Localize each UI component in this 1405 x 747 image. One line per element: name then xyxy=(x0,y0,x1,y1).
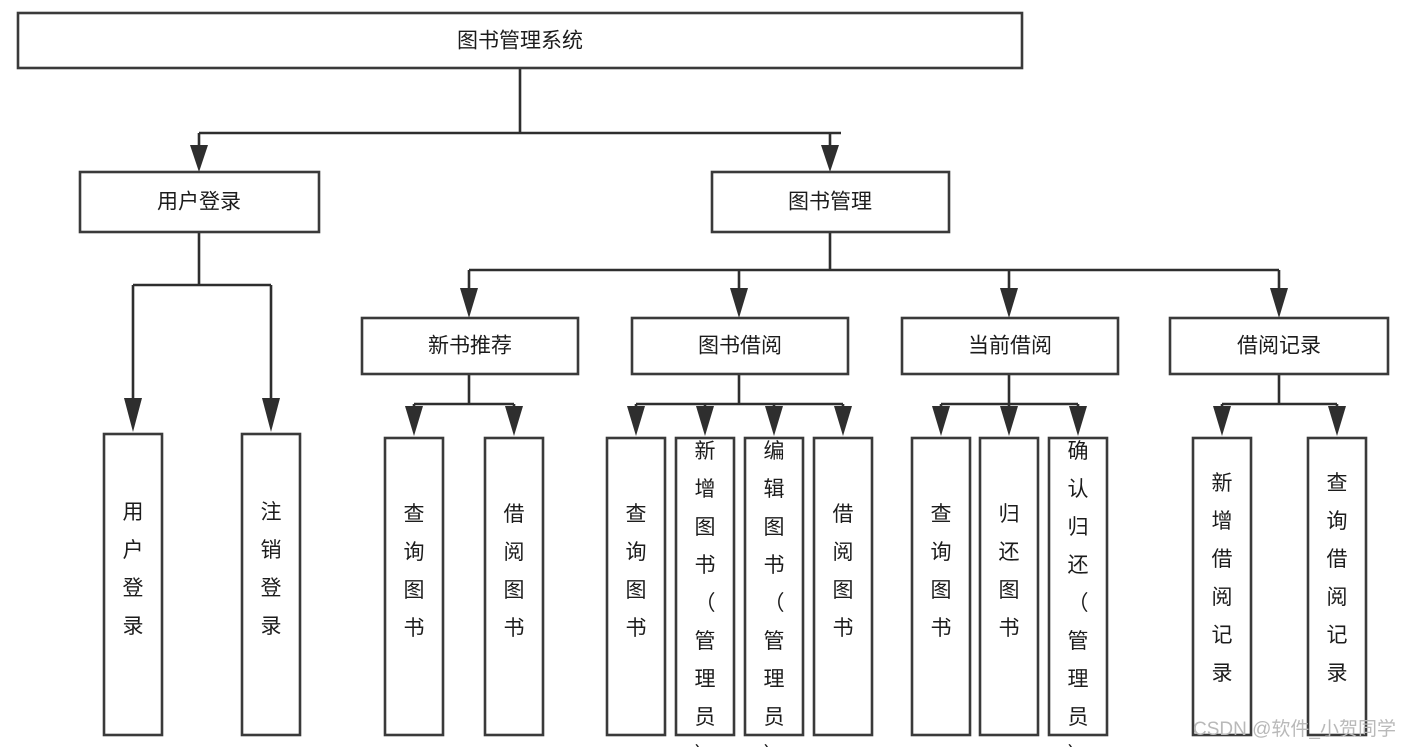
arrow-head-icon-leaf-add-book-admin xyxy=(696,406,714,436)
arrow-head-icon-current-borrow xyxy=(1000,288,1018,318)
leaf-borrow-book-2[interactable]: 借阅图书 xyxy=(812,436,874,737)
node-book-management-box xyxy=(710,170,951,234)
node-new-book-recommend-label: 新书推荐 xyxy=(428,335,512,358)
connector-group-book-borrow xyxy=(627,374,852,436)
arrow-head-icon-leaf-query-book-3 xyxy=(932,406,950,436)
arrow-head-icon-user-login xyxy=(190,145,208,172)
leaf-return-book[interactable]: 归还图书 xyxy=(978,436,1040,737)
node-book-borrow[interactable]: 图书借阅 xyxy=(630,316,850,376)
leaf-add-book-admin[interactable]: 新增图书（管理员） xyxy=(674,436,736,747)
leaf-logout-box xyxy=(240,432,302,737)
leaf-confirm-return-admin[interactable]: 确认归还（管理员） xyxy=(1047,436,1109,747)
root-node-box xyxy=(16,11,1024,70)
leaf-query-book-3-label: 查询图书 xyxy=(931,503,952,640)
node-current-borrow-label: 当前借阅 xyxy=(968,335,1052,358)
root-node-book-management-system[interactable]: 图书管理系统 xyxy=(16,11,1024,70)
leaf-query-book-1-label: 查询图书 xyxy=(404,503,425,640)
connector-group-new-book-recommend xyxy=(405,374,523,436)
arrow-head-icon-leaf-add-borrow-record xyxy=(1213,406,1231,436)
leaf-borrow-book-2-label: 借阅图书 xyxy=(833,503,854,640)
node-current-borrow[interactable]: 当前借阅 xyxy=(900,316,1120,376)
leaf-edit-book-admin-box xyxy=(743,436,805,737)
node-borrow-record[interactable]: 借阅记录 xyxy=(1168,316,1390,376)
leaf-query-book-2[interactable]: 查询图书 xyxy=(605,436,667,737)
node-new-book-recommend[interactable]: 新书推荐 xyxy=(360,316,580,376)
arrow-head-icon-leaf-query-borrow-record xyxy=(1328,406,1346,436)
connector-group-root xyxy=(190,68,841,172)
leaf-add-book-admin-box xyxy=(674,436,736,737)
watermark: CSDN @软件_小贺同学 xyxy=(1193,718,1396,740)
leaf-query-borrow-record[interactable]: 查询借阅记录 xyxy=(1306,436,1368,737)
arrow-head-icon-leaf-return-book xyxy=(1000,406,1018,436)
node-user-login[interactable]: 用户登录 xyxy=(78,170,321,234)
leaf-confirm-return-admin-label: 确认归还（管理员） xyxy=(1068,440,1089,747)
node-borrow-record-label: 借阅记录 xyxy=(1237,335,1321,358)
leaf-logout[interactable]: 注销登录 xyxy=(240,432,302,737)
node-user-login-box xyxy=(78,170,321,234)
node-book-management-label: 图书管理 xyxy=(788,191,872,214)
arrow-head-icon-leaf-edit-book-admin xyxy=(765,406,783,436)
leaf-user-login[interactable]: 用户登录 xyxy=(102,432,164,737)
leaf-edit-book-admin-label: 编辑图书（管理员） xyxy=(764,440,785,747)
leaf-query-book-3-box xyxy=(910,436,972,737)
connector-group-current-borrow xyxy=(932,374,1087,436)
node-current-borrow-box xyxy=(900,316,1120,376)
node-user-login-label: 用户登录 xyxy=(157,191,241,214)
leaf-return-book-box xyxy=(978,436,1040,737)
leaf-edit-book-admin[interactable]: 编辑图书（管理员） xyxy=(743,436,805,747)
leaf-query-book-2-label: 查询图书 xyxy=(626,503,647,640)
leaf-user-login-box xyxy=(102,432,164,737)
leaf-query-book-1[interactable]: 查询图书 xyxy=(383,436,445,737)
arrow-head-icon-borrow-record xyxy=(1270,288,1288,318)
node-book-borrow-box xyxy=(630,316,850,376)
leaf-borrow-book-1[interactable]: 借阅图书 xyxy=(483,436,545,737)
connector-group-user-login xyxy=(124,232,280,432)
node-book-borrow-label: 图书借阅 xyxy=(698,335,782,358)
arrow-head-icon-book-management xyxy=(821,145,839,172)
arrow-head-icon-leaf-borrow-book-1 xyxy=(505,406,523,436)
arrow-head-icon-leaf-confirm-return-admin xyxy=(1069,406,1087,436)
leaf-query-borrow-record-label: 查询借阅记录 xyxy=(1327,472,1348,685)
leaf-logout-label: 注销登录 xyxy=(261,501,282,638)
arrow-head-icon-leaf-logout xyxy=(262,398,280,432)
arrow-head-icon-leaf-query-book-2 xyxy=(627,406,645,436)
connector-group-book-management xyxy=(460,232,1288,318)
leaf-query-book-1-box xyxy=(383,436,445,737)
arrow-head-icon-leaf-user-login xyxy=(124,398,142,432)
leaf-query-borrow-record-box xyxy=(1306,436,1368,737)
leaf-add-borrow-record-label: 新增借阅记录 xyxy=(1212,472,1233,685)
node-book-management[interactable]: 图书管理 xyxy=(710,170,951,234)
arrow-head-icon-leaf-query-book-1 xyxy=(405,406,423,436)
leaf-return-book-label: 归还图书 xyxy=(999,503,1020,640)
leaf-query-book-2-box xyxy=(605,436,667,737)
leaf-user-login-label: 用户登录 xyxy=(123,501,144,638)
leaf-add-book-admin-label: 新增图书（管理员） xyxy=(695,440,716,747)
arrow-head-icon-book-borrow xyxy=(730,288,748,318)
arrow-head-icon-leaf-borrow-book-2 xyxy=(834,406,852,436)
leaf-add-borrow-record[interactable]: 新增借阅记录 xyxy=(1191,436,1253,737)
arrow-head-icon-new-book-recommend xyxy=(460,288,478,318)
node-borrow-record-box xyxy=(1168,316,1390,376)
leaf-borrow-book-2-box xyxy=(812,436,874,737)
node-new-book-recommend-box xyxy=(360,316,580,376)
leaf-confirm-return-admin-box xyxy=(1047,436,1109,737)
leaf-borrow-book-1-label: 借阅图书 xyxy=(504,503,525,640)
connector-group-borrow-record xyxy=(1213,374,1346,436)
leaf-query-book-3[interactable]: 查询图书 xyxy=(910,436,972,737)
leaf-add-borrow-record-box xyxy=(1191,436,1253,737)
leaf-borrow-book-1-box xyxy=(483,436,545,737)
root-node-label: 图书管理系统 xyxy=(457,30,583,53)
